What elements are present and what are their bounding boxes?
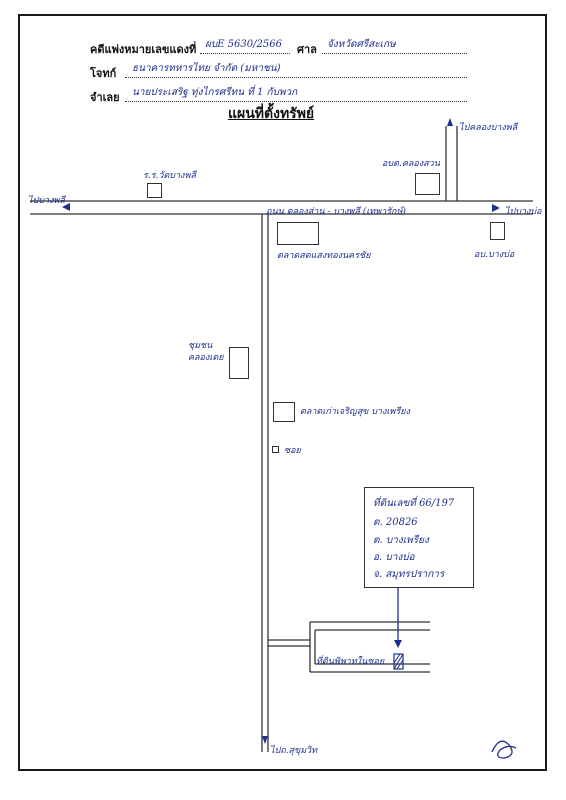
- road-left-label: ไปบางพลี: [28, 196, 65, 206]
- property-hatch-2: [393, 653, 401, 664]
- page-border: [18, 14, 547, 771]
- school-box: [147, 183, 162, 198]
- village-box: [229, 347, 249, 379]
- info-line-5: จ. สมุทรปราการ: [373, 569, 445, 580]
- down-arrow-icon: [262, 736, 268, 744]
- property-marker: [393, 653, 404, 670]
- road-right-label: ไปบางบ่อ: [505, 207, 542, 217]
- property-label: ที่ดินพิพาทในซอย: [316, 657, 385, 667]
- property-hatch-1: [393, 653, 404, 670]
- plaintiff-label: โจทก์: [90, 67, 117, 80]
- info-line-4: อ. บางบ่อ: [373, 552, 415, 563]
- right-landmark-box: [490, 222, 505, 240]
- property-info-box: ที่ดินเลขที่ 66/197 ต. 20826 ต. บางเพรีย…: [364, 487, 474, 588]
- up-arrow-icon: [447, 118, 453, 126]
- defendant-label: จำเลย: [90, 91, 120, 104]
- right-box-label: อบ.บางบ่อ: [474, 250, 515, 260]
- top-right-label: ไปคลองบางพลี: [459, 123, 518, 133]
- bottom-label: ไปถ.สุขุมวิท: [270, 746, 318, 756]
- defendant-line: [125, 101, 467, 102]
- right-arrow-icon: [492, 204, 500, 212]
- district-office-box: [415, 173, 440, 195]
- shop-box: [273, 402, 295, 422]
- info-line-1: ที่ดินเลขที่ 66/197: [373, 498, 455, 509]
- case-number: ผบE 5630/2566: [205, 39, 282, 50]
- market-label: ตลาดสดแสงทองนครชัย: [277, 251, 371, 261]
- plaintiff-line: [125, 77, 467, 78]
- small-box: [272, 446, 279, 453]
- market-box: [277, 222, 319, 245]
- left-arrow-icon: [62, 203, 70, 211]
- court-name: จังหวัดศรีสะเกษ: [327, 39, 396, 50]
- map-title: แผนที่ตั้งทรัพย์: [228, 106, 315, 122]
- school-label: ร.ร.วัดบางพลี: [143, 171, 196, 181]
- main-road-label: ถนน ตลองส่าน - บางพลี (เทพารักษ์): [266, 207, 406, 217]
- info-line-2: ต. 20826: [373, 517, 418, 528]
- plaintiff-name: ธนาคารทหารไทย จำกัด (มหาชน): [132, 63, 281, 74]
- district-office-label: อบต.คลองสวน: [382, 159, 440, 169]
- property-hatch-3: [396, 659, 404, 670]
- signature-scribble: [491, 740, 517, 759]
- property-pointer-arrow-icon: [394, 640, 402, 648]
- case-label: คดีแพ่งหมายเลขแดงที่: [90, 43, 197, 56]
- court-label: ศาล: [297, 43, 317, 56]
- case-number-line: [200, 53, 290, 54]
- info-line-3: ต. บางเพรียง: [373, 535, 429, 546]
- shop-label: ตลาดเก่าเจริญสุข บางเพรียง: [300, 407, 410, 417]
- court-line: [322, 53, 467, 54]
- defendant-name: นายประเสริฐ ทุ่งไกรศรีทน ที่ 1 กับพวก: [132, 87, 298, 98]
- small-box-label: ซอย: [284, 446, 301, 456]
- village-label: ชุมชน คลองเตย: [188, 341, 224, 363]
